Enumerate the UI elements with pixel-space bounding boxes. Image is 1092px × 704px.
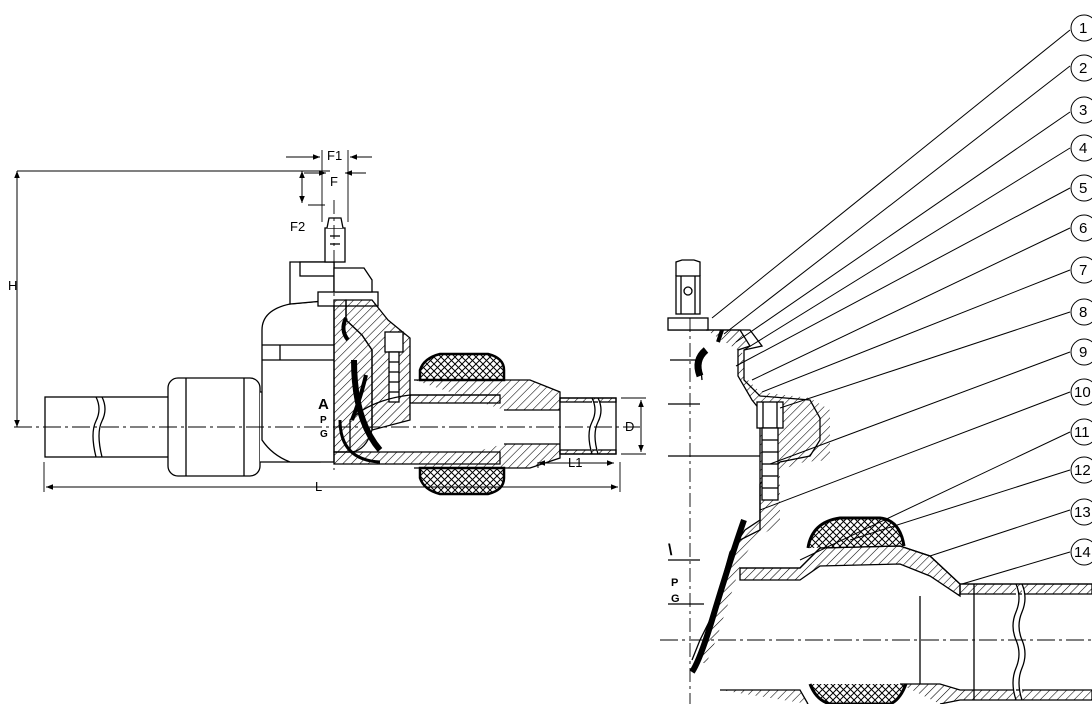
callout-1: 1 bbox=[1070, 14, 1092, 42]
svg-text:7: 7 bbox=[1079, 262, 1087, 279]
svg-text:2: 2 bbox=[1079, 60, 1087, 77]
svg-text:10: 10 bbox=[1074, 384, 1091, 401]
svg-text:14: 14 bbox=[1074, 544, 1091, 561]
callout-2: 2 bbox=[1070, 54, 1092, 82]
dimension-l: L bbox=[315, 479, 322, 494]
svg-text:9: 9 bbox=[1079, 344, 1087, 361]
detail-letter-g: G bbox=[671, 593, 680, 605]
callout-7: 7 bbox=[1070, 256, 1092, 284]
svg-text:5: 5 bbox=[1079, 180, 1087, 197]
right-view bbox=[660, 259, 1092, 704]
svg-text:1: 1 bbox=[1079, 20, 1087, 37]
left-view bbox=[14, 150, 646, 496]
svg-text:3: 3 bbox=[1079, 102, 1087, 119]
valve-body-section bbox=[333, 299, 411, 464]
valve-logo: A bbox=[318, 396, 329, 413]
callout-9: 9 bbox=[1070, 338, 1092, 366]
valve-letter-p: P bbox=[320, 415, 327, 426]
callout-3: 3 bbox=[1070, 96, 1092, 124]
svg-text:6: 6 bbox=[1079, 220, 1087, 237]
valve-letter-g: G bbox=[320, 429, 328, 440]
callouts: 1 2 3 4 5 6 7 8 9 10 11 12 13 14 bbox=[1070, 14, 1092, 566]
callout-12: 12 bbox=[1070, 456, 1092, 484]
svg-text:13: 13 bbox=[1074, 504, 1091, 521]
outlet-section bbox=[333, 352, 561, 496]
right-pipe bbox=[559, 397, 617, 455]
dimension-f: F bbox=[330, 174, 338, 189]
dimension-l1: L1 bbox=[568, 455, 582, 470]
callout-14: 14 bbox=[1070, 538, 1092, 566]
callout-leaders bbox=[711, 29, 1071, 585]
detail-letter-p: P bbox=[671, 577, 678, 589]
svg-text:8: 8 bbox=[1079, 304, 1087, 321]
callout-10: 10 bbox=[1070, 378, 1092, 406]
dimension-h: H bbox=[8, 278, 17, 293]
callout-13: 13 bbox=[1070, 498, 1092, 526]
callout-6: 6 bbox=[1070, 214, 1092, 242]
callout-5: 5 bbox=[1070, 174, 1092, 202]
dimension-d: D bbox=[625, 419, 634, 434]
dimension-f2: F2 bbox=[290, 219, 305, 234]
svg-text:12: 12 bbox=[1074, 462, 1091, 479]
bonnet bbox=[317, 217, 379, 307]
callout-11: 11 bbox=[1070, 418, 1092, 446]
detail-logo: \ bbox=[668, 542, 673, 559]
dimension-f1: F1 bbox=[327, 148, 342, 163]
callout-8: 8 bbox=[1070, 298, 1092, 326]
svg-text:11: 11 bbox=[1074, 424, 1090, 441]
callout-4: 4 bbox=[1070, 134, 1092, 162]
svg-text:4: 4 bbox=[1079, 140, 1087, 157]
